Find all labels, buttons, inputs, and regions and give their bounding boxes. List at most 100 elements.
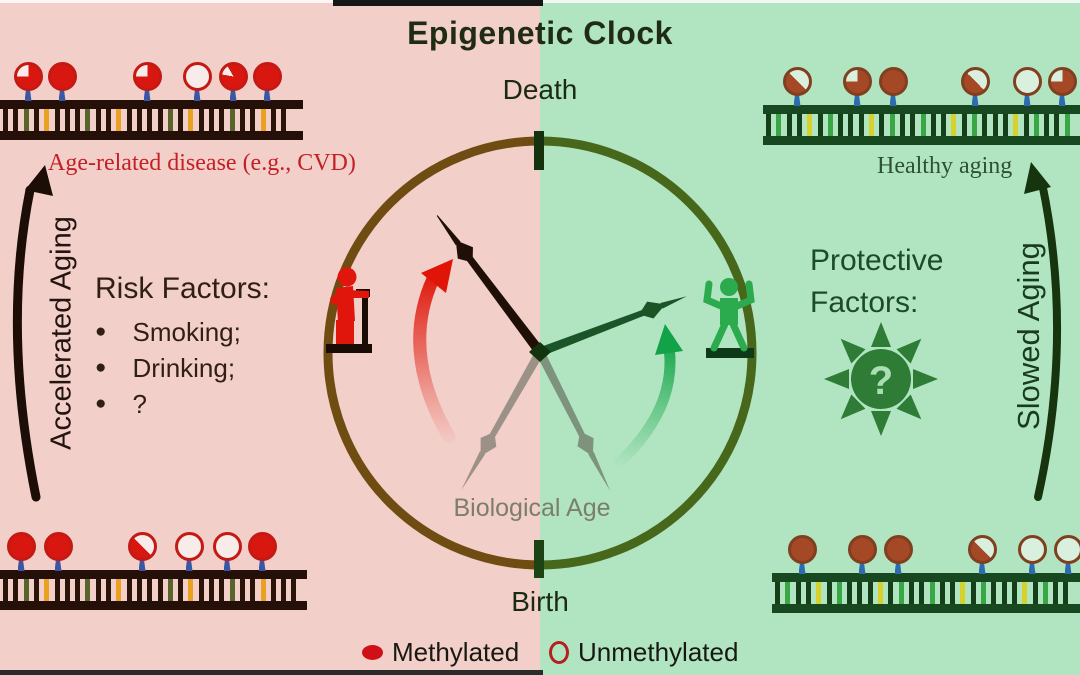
methylation-site-open [1053, 535, 1080, 564]
dna-rail [0, 100, 303, 109]
dna-base-tick [941, 114, 947, 136]
lollipop-stem [263, 85, 271, 101]
dna-base-tick [1002, 114, 1008, 136]
methylation-site-full [43, 532, 73, 561]
dna-base-tick [869, 114, 874, 136]
dna-base-tick [939, 582, 945, 604]
dna-base-tick [982, 114, 988, 136]
methylation-site-full [847, 535, 877, 564]
dna-base-tick [260, 109, 266, 131]
dna-base-tick [167, 579, 173, 601]
dna-base-tick [920, 114, 926, 136]
lollipop-stem [138, 555, 146, 571]
dna-base-tick [1064, 114, 1070, 136]
dna-rail [0, 131, 303, 140]
methylation-site-open [174, 532, 204, 561]
dna-base-tick [838, 114, 844, 136]
dna-base-tick [106, 579, 111, 601]
dna-base-tick [239, 579, 245, 601]
dna-base-tick [805, 582, 811, 604]
list-item: ● ? [95, 386, 241, 422]
dna-base-tick [291, 579, 297, 601]
dna-base-tick [3, 109, 8, 131]
risk-factors-list: ● Smoking; ● Drinking; ● ? [95, 314, 241, 422]
dna-base-tick [950, 582, 956, 604]
dna-base-tick [1063, 582, 1069, 604]
dna-base-tick [1032, 582, 1038, 604]
list-item: ● Drinking; [95, 350, 241, 386]
dna-base-tick [848, 114, 854, 136]
dna-base-tick [136, 109, 142, 131]
dna-base-tick [260, 579, 266, 601]
dna-base-tick [198, 109, 204, 131]
dna-base-tick [106, 109, 111, 131]
lollipop-stem [793, 90, 801, 106]
methylation-site-half [967, 535, 997, 564]
dna-base-tick [126, 109, 132, 131]
risk-item-label: ? [132, 388, 147, 419]
dna-base-tick [1042, 582, 1048, 604]
methylation-site-full [883, 535, 913, 564]
lollipop-stem [58, 85, 66, 101]
methylation-site-half [127, 532, 157, 561]
dna-base-tick [3, 579, 8, 601]
lollipop-stem [54, 555, 62, 571]
dna-base-tick [858, 114, 864, 136]
dna-base-tick [817, 114, 823, 136]
dna-base-tick [75, 579, 81, 601]
list-item: ● Smoking; [95, 314, 241, 350]
dna-base-tick [44, 109, 50, 131]
dna-base-tick [157, 109, 163, 131]
lollipop-stem [258, 555, 266, 571]
methylation-site-full [47, 62, 77, 91]
dna-base-tick [136, 579, 142, 601]
dna-base-tick [972, 114, 977, 136]
slowed-aging-label: Slowed Aging [1011, 242, 1046, 430]
age-related-disease-label: Age-related disease (e.g., CVD) [48, 150, 356, 176]
lollipop-stem [24, 85, 32, 101]
methylation-site-full [252, 62, 282, 91]
dna-base-tick [147, 109, 153, 131]
dna-base-tick [796, 114, 802, 136]
dna-base-tick [270, 109, 276, 131]
lollipop-stem [143, 85, 151, 101]
dna-base-tick [23, 109, 29, 131]
dna-base-tick [1022, 582, 1028, 604]
risk-item-label: Drinking; [132, 352, 236, 383]
dna-base-tick [847, 582, 853, 604]
dna-base-tick [23, 579, 29, 601]
dna-base-tick [1001, 582, 1007, 604]
dna-base-tick [95, 109, 101, 131]
methylation-site-full [6, 532, 36, 561]
dna-base-tick [867, 582, 873, 604]
methylation-site-half [960, 67, 990, 96]
dna-base-tick [960, 582, 966, 604]
risk-item-label: Smoking; [132, 316, 241, 347]
dna-base-tick [198, 579, 204, 601]
dna-base-tick [281, 109, 287, 131]
dna-base-tick [888, 582, 894, 604]
dna-base-tick [1023, 114, 1029, 136]
dna-base-tick [1013, 114, 1019, 136]
dna-base-tick [229, 579, 235, 601]
lollipop-stem [1058, 90, 1066, 106]
legend-label: Unmethylated [578, 637, 739, 667]
dna-base-tick [64, 579, 70, 601]
dna-base-tick [919, 582, 925, 604]
dna-base-tick [908, 582, 914, 604]
dna-base-tick [807, 114, 813, 136]
dna-rail [763, 136, 1080, 145]
dna-base-tick [785, 582, 791, 604]
methylation-site-full [878, 67, 908, 96]
lollipop-stem [185, 555, 193, 571]
lollipop-stem [17, 555, 25, 571]
lollipop-stem [853, 90, 861, 106]
bullet-icon: ● [95, 393, 107, 414]
dna-base-tick [929, 582, 935, 604]
dna-base-tick [776, 114, 782, 136]
methylation-site-full [787, 535, 817, 564]
methylation-site-open [212, 532, 242, 561]
bottom-edge-strip [0, 670, 543, 675]
dna-base-tick [889, 114, 895, 136]
